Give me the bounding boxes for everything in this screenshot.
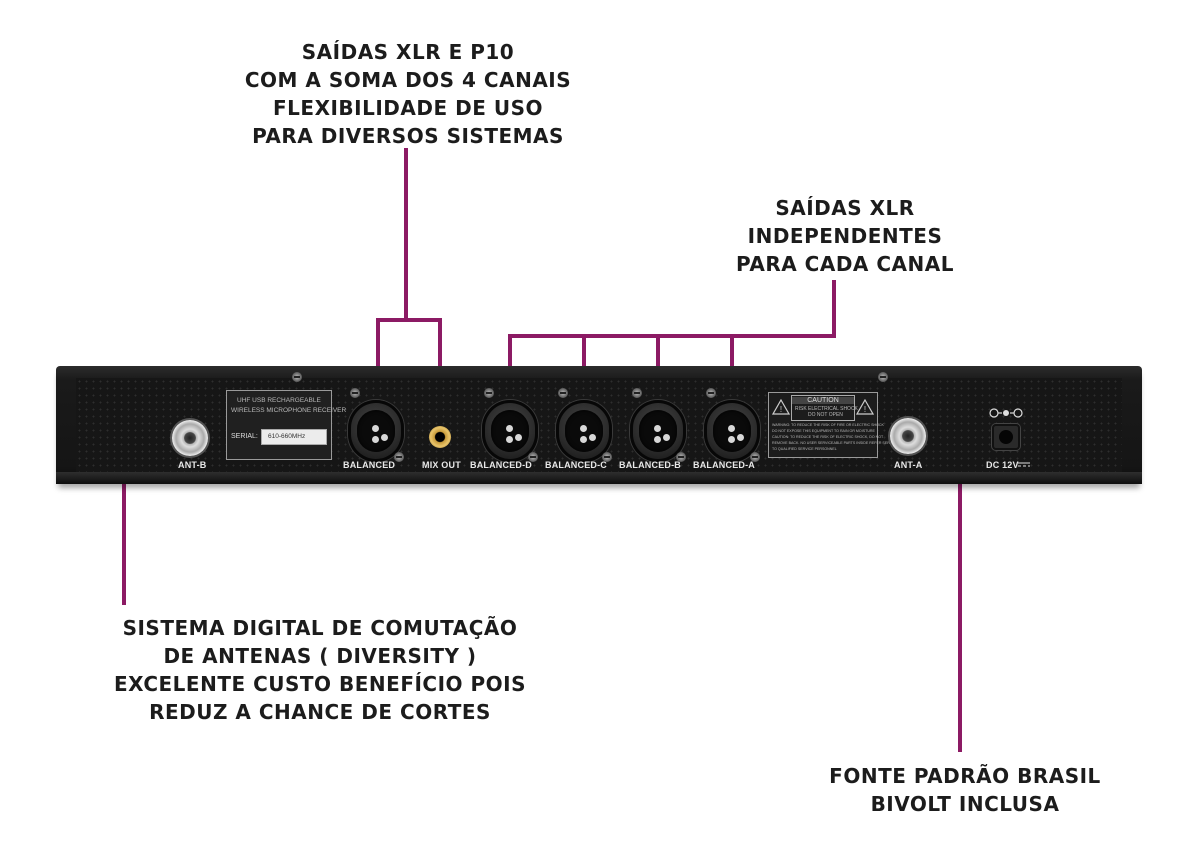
callout-line: SAÍDAS XLR E P10 — [301, 40, 515, 64]
callout-line: PARA CADA CANAL — [736, 252, 954, 276]
callout-line: PARA DIVERSOS SISTEMAS — [252, 124, 564, 148]
warning-text: WARNING: TO REDUCE THE RISK OF FIRE OR E… — [772, 423, 884, 427]
balanced-b-label: BALANCED-B — [619, 460, 681, 470]
screw-icon — [484, 388, 494, 398]
callout-line: FONTE PADRÃO BRASIL — [829, 764, 1101, 788]
screw-icon — [676, 452, 686, 462]
dc-power-jack[interactable] — [992, 424, 1020, 450]
balanced-label: BALANCED — [343, 460, 396, 470]
screw-icon — [394, 452, 404, 462]
screw-icon — [292, 372, 302, 382]
svg-text:!: ! — [780, 405, 782, 414]
caution-line: RISK ELECTRICAL SHOCK — [795, 406, 858, 412]
callout-line: EXCELENTE CUSTO BENEFÍCIO POIS — [113, 672, 527, 696]
callout-power-supply: FONTE PADRÃO BRASIL BIVOLT INCLUSA — [800, 762, 1130, 818]
serial-label: SERIAL: — [231, 433, 258, 440]
antenna-b-connector[interactable] — [172, 420, 208, 456]
model-info-line: UHF USB RECHARGEABLE — [237, 397, 321, 404]
mix-out-p10-jack[interactable] — [429, 426, 451, 448]
receiver-rear-panel: ANT-B UHF USB RECHARGEABLE WIRELESS MICR… — [56, 366, 1142, 484]
screw-icon — [602, 452, 612, 462]
mix-out-label: MIX OUT — [422, 460, 461, 470]
balanced-c-xlr-output[interactable] — [556, 400, 612, 462]
caution-label: ! ! CAUTION RISK ELECTRICAL SHOCK DO NOT… — [768, 392, 902, 458]
balanced-a-label: BALANCED-A — [693, 460, 755, 470]
screw-icon — [878, 372, 888, 382]
screw-icon — [558, 388, 568, 398]
screw-icon — [750, 452, 760, 462]
balanced-d-xlr-output[interactable] — [482, 400, 538, 462]
antenna-a-connector[interactable] — [890, 418, 926, 454]
warning-text: CAUTION: TO REDUCE THE RISK OF ELECTRIC … — [772, 435, 884, 439]
callout-line: INDEPENDENTES — [747, 224, 943, 248]
leader-line — [404, 148, 408, 322]
callout-xlr-p10-outputs: SAÍDAS XLR E P10 COM A SOMA DOS 4 CANAIS… — [218, 38, 598, 150]
svg-text:!: ! — [864, 405, 866, 414]
balanced-a-xlr-output[interactable] — [704, 400, 760, 462]
balanced-mix-xlr-output[interactable] — [348, 400, 404, 462]
balanced-c-label: BALANCED-C — [545, 460, 607, 470]
leader-line — [376, 318, 380, 398]
screw-icon — [632, 388, 642, 398]
model-info-label: UHF USB RECHARGEABLE WIRELESS MICROPHONE… — [226, 390, 346, 460]
model-info-line: WIRELESS MICROPHONE RECEIVER — [231, 407, 347, 414]
leader-line — [832, 280, 836, 338]
antenna-a-label: ANT-A — [894, 460, 923, 470]
dc-polarity-icon — [989, 408, 1023, 418]
caution-box: CAUTION RISK ELECTRICAL SHOCK DO NOT OPE… — [791, 395, 858, 421]
serial-value: 610-660MHz — [268, 433, 306, 440]
leader-line — [958, 434, 962, 752]
leader-line — [508, 334, 836, 338]
panel-bottom-edge — [56, 472, 1142, 484]
warning-icon: ! — [772, 399, 790, 415]
screw-icon — [350, 388, 360, 398]
warning-text: TO QUALIFIED SERVICE PERSONNEL — [772, 447, 837, 451]
xlr-socket — [713, 410, 751, 452]
caution-line: DO NOT OPEN — [808, 412, 843, 418]
xlr-socket — [357, 410, 395, 452]
callout-line: COM A SOMA DOS 4 CANAIS — [244, 68, 572, 92]
screw-icon — [706, 388, 716, 398]
callout-line: DE ANTENAS ( DIVERSITY ) — [163, 644, 477, 668]
leader-line — [376, 318, 442, 322]
warning-text: REMOVE BACK. NO USER SERVICEABLE PARTS I… — [772, 441, 903, 445]
serial-box: 610-660MHz — [261, 429, 327, 445]
callout-line: REDUZ A CHANCE DE CORTES — [149, 700, 491, 724]
balanced-b-xlr-output[interactable] — [630, 400, 686, 462]
warning-icon: ! — [856, 399, 874, 415]
callout-line: SISTEMA DIGITAL DE COMUTAÇÃO — [122, 616, 518, 640]
callout-line: FLEXIBILIDADE DE USO — [273, 96, 543, 120]
callout-line: BIVOLT INCLUSA — [870, 792, 1060, 816]
antenna-b-label: ANT-B — [178, 460, 207, 470]
xlr-socket — [565, 410, 603, 452]
leader-line — [122, 437, 126, 605]
callout-independent-xlr-outputs: SAÍDAS XLR INDEPENDENTES PARA CADA CANAL — [690, 194, 1000, 278]
dc-label: DC 12V — [986, 460, 1019, 470]
xlr-socket — [639, 410, 677, 452]
screw-icon — [528, 452, 538, 462]
balanced-d-label: BALANCED-D — [470, 460, 532, 470]
xlr-socket — [491, 410, 529, 452]
dc-symbol-icon — [1018, 462, 1030, 467]
warning-text: DO NOT EXPOSE THIS EQUIPMENT TO RAIN OR … — [772, 429, 875, 433]
callout-antenna-diversity: SISTEMA DIGITAL DE COMUTAÇÃO DE ANTENAS … — [80, 614, 560, 726]
callout-line: SAÍDAS XLR — [775, 196, 915, 220]
caution-title: CAUTION — [792, 397, 854, 404]
